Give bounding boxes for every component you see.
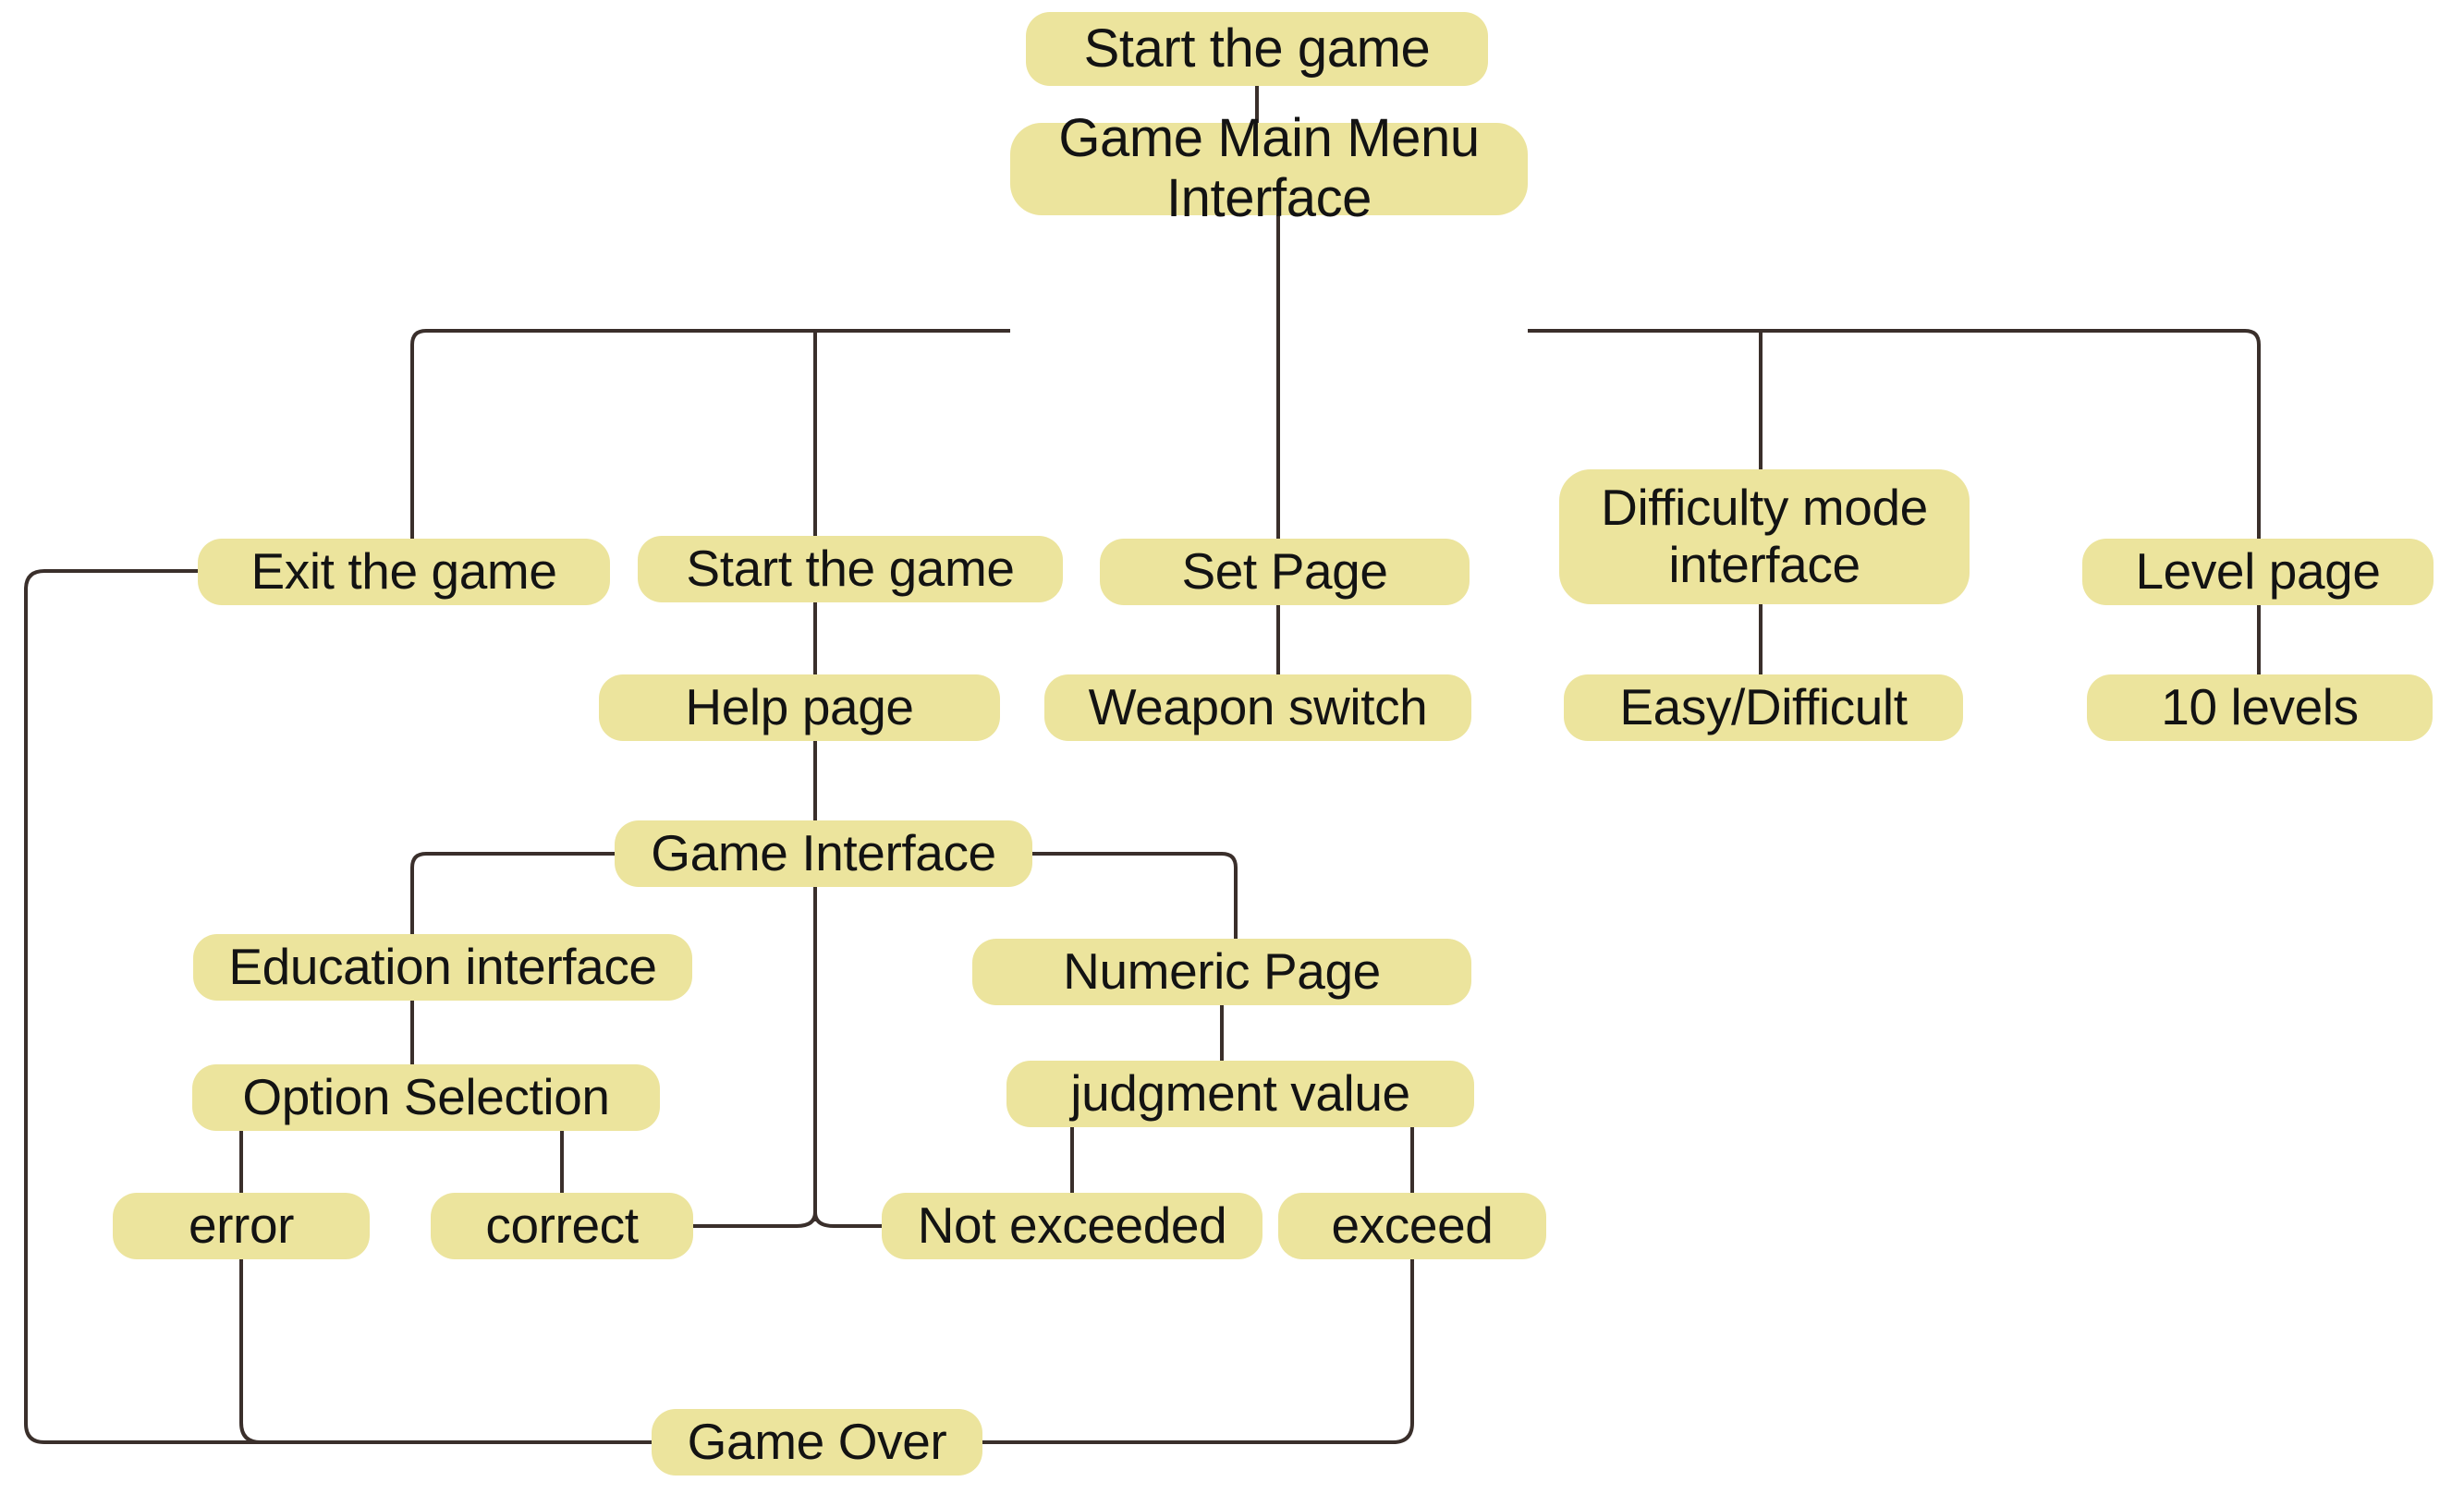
node-exit-the-game[interactable]: Exit the game — [198, 539, 610, 605]
node-start-the-game-branch[interactable]: Start the game — [638, 536, 1063, 602]
node-numeric-page[interactable]: Numeric Page — [972, 939, 1471, 1005]
edge-mainmenu-to-exit — [410, 329, 1010, 539]
node-help-page[interactable]: Help page — [599, 674, 1000, 741]
edge-mainmenu-to-startgame — [813, 329, 1010, 539]
node-error[interactable]: error — [113, 1193, 370, 1259]
edge-error-to-gameover — [239, 1259, 652, 1444]
node-judgment-value[interactable]: judgment value — [1006, 1061, 1474, 1127]
node-game-main-menu-interface[interactable]: Game Main Menu Interface — [1010, 108, 1528, 228]
node-not-exceeded[interactable]: Not exceeded — [882, 1193, 1262, 1259]
node-set-page[interactable]: Set Page — [1100, 539, 1470, 605]
node-correct[interactable]: correct — [431, 1193, 693, 1259]
node-exceed[interactable]: exceed — [1278, 1193, 1546, 1259]
edge-notexceeded-loop-back — [813, 1211, 882, 1228]
edge-gameinterface-to-numeric — [1032, 852, 1238, 939]
node-level-page[interactable]: Level page — [2082, 539, 2434, 605]
node-option-selection[interactable]: Option Selection — [192, 1064, 660, 1131]
edge-exceed-to-gameover — [982, 1259, 1414, 1444]
edge-correct-loop-back — [693, 1211, 817, 1228]
node-easy-difficult[interactable]: Easy/Difficult — [1564, 674, 1963, 741]
node-game-interface[interactable]: Game Interface — [615, 820, 1032, 887]
edge-gameinterface-to-education — [410, 852, 615, 934]
edge-exit-to-gameover — [24, 569, 652, 1444]
node-weapon-switch[interactable]: Weapon switch — [1044, 674, 1471, 741]
node-start-the-game[interactable]: Start the game — [1026, 12, 1488, 86]
node-game-over[interactable]: Game Over — [652, 1409, 982, 1476]
node-difficulty-mode-interface[interactable]: Difficulty mode interface — [1559, 469, 1970, 604]
edge-mainmenu-to-difficulty — [1528, 329, 1763, 469]
node-10-levels[interactable]: 10 levels — [2087, 674, 2433, 741]
node-education-interface[interactable]: Education interface — [193, 934, 692, 1001]
